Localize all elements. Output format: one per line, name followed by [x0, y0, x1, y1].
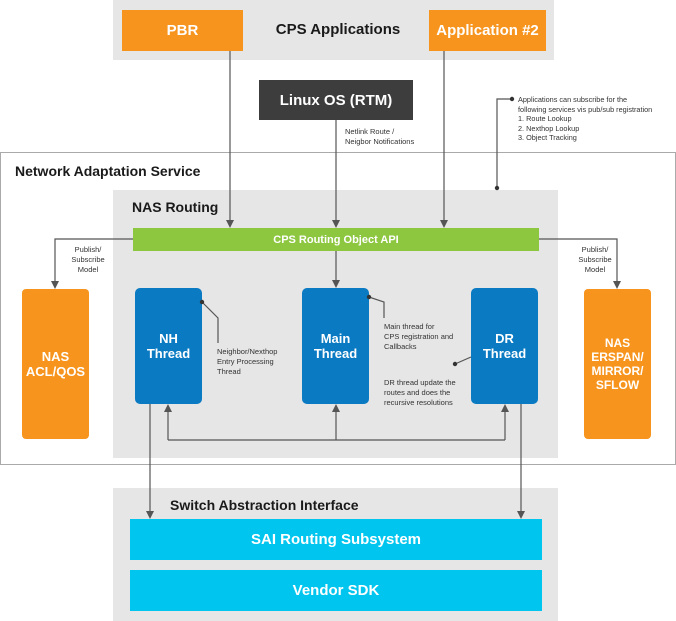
main-note-leader — [368, 296, 385, 318]
cps-routing-api-bar[interactable]: CPS Routing Object API — [133, 228, 539, 251]
nh-note-leader — [201, 301, 219, 343]
nas-routing-title: NAS Routing — [132, 199, 219, 215]
dr-thread-note: DR thread update the routes and does the… — [384, 378, 456, 407]
subscribe-leader — [496, 98, 512, 188]
nas-title: Network Adaptation Service — [15, 163, 201, 179]
nh-note-dot — [199, 299, 205, 305]
nas-acl-qos-box[interactable]: NAS ACL/QOS — [22, 289, 89, 439]
publish-note-right: Publish/ Subscribe Model — [578, 245, 612, 274]
main-note-dot — [366, 294, 372, 300]
subscribe-dot-start — [509, 96, 515, 102]
sai-title: Switch Abstraction Interface — [170, 497, 359, 513]
subscribe-dot — [494, 185, 500, 191]
sai-routing-subsystem-box[interactable]: SAI Routing Subsystem — [130, 519, 542, 560]
dr-note-leader — [454, 356, 472, 365]
nh-thread-box[interactable]: NH Thread — [135, 288, 202, 404]
nas-erspan-box[interactable]: NAS ERSPAN/ MIRROR/ SFLOW — [584, 289, 651, 439]
dr-note-dot — [452, 361, 458, 367]
pbr-box[interactable]: PBR — [122, 10, 243, 51]
vendor-sdk-box[interactable]: Vendor SDK — [130, 570, 542, 611]
dr-thread-box[interactable]: DR Thread — [471, 288, 538, 404]
main-thread-box[interactable]: Main Thread — [302, 288, 369, 404]
main-thread-note: Main thread for CPS registration and Cal… — [384, 322, 454, 351]
subscribe-note: Applications can subscribe for the follo… — [518, 95, 653, 142]
cps-applications-title: CPS Applications — [275, 21, 401, 38]
publish-right-arrow — [539, 238, 621, 289]
publish-left-arrow — [51, 238, 133, 289]
nh-thread-note: Neighbor/Nexthop Entry Processing Thread — [217, 347, 278, 376]
linux-os-box[interactable]: Linux OS (RTM) — [259, 80, 413, 120]
netlink-note: Netlink Route / Neigbor Notifications — [345, 127, 415, 146]
publish-note-left: Publish/ Subscribe Model — [71, 245, 105, 274]
application-2-box[interactable]: Application #2 — [429, 10, 546, 51]
